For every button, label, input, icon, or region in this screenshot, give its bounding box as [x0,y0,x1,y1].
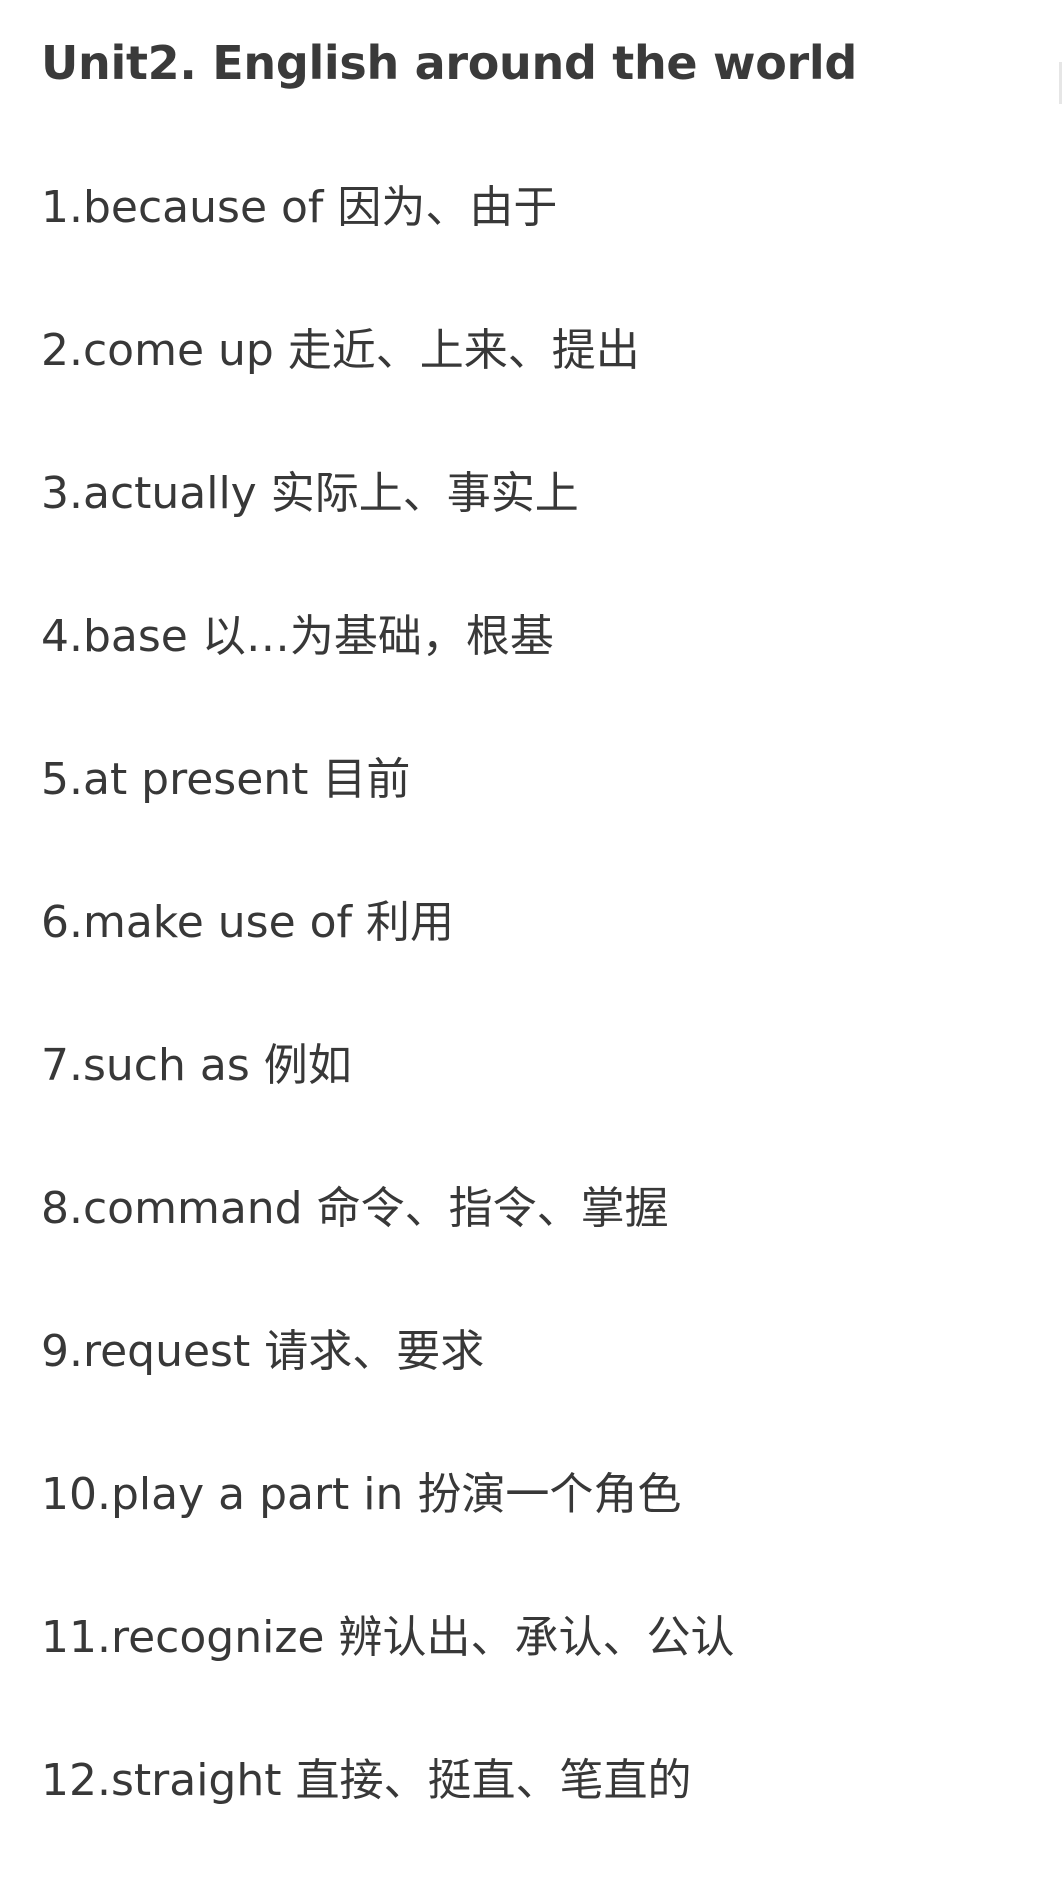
vocab-item-3: 3.actually 实际上、事实上 [41,468,579,519]
edge-scroll-mark [1059,62,1062,104]
vocab-item-7: 7.such as 例如 [41,1040,352,1091]
vocab-item-4: 4.base 以…为基础，根基 [41,611,554,662]
vocab-item-10: 10.play a part in 扮演一个角色 [41,1469,682,1520]
vocab-item-11: 11.recognize 辨认出、承认、公认 [41,1612,735,1663]
vocab-item-9: 9.request 请求、要求 [41,1326,485,1377]
vocab-item-8: 8.command 命令、指令、掌握 [41,1183,669,1234]
vocab-item-5: 5.at present 目前 [41,754,411,805]
unit-title: Unit2. English around the world [41,36,858,90]
vocab-item-12: 12.straight 直接、挺直、笔直的 [41,1755,692,1806]
vocab-item-6: 6.make use of 利用 [41,897,455,948]
vocab-item-2: 2.come up 走近、上来、提出 [41,325,640,376]
vocab-item-1: 1.because of 因为、由于 [41,182,558,233]
